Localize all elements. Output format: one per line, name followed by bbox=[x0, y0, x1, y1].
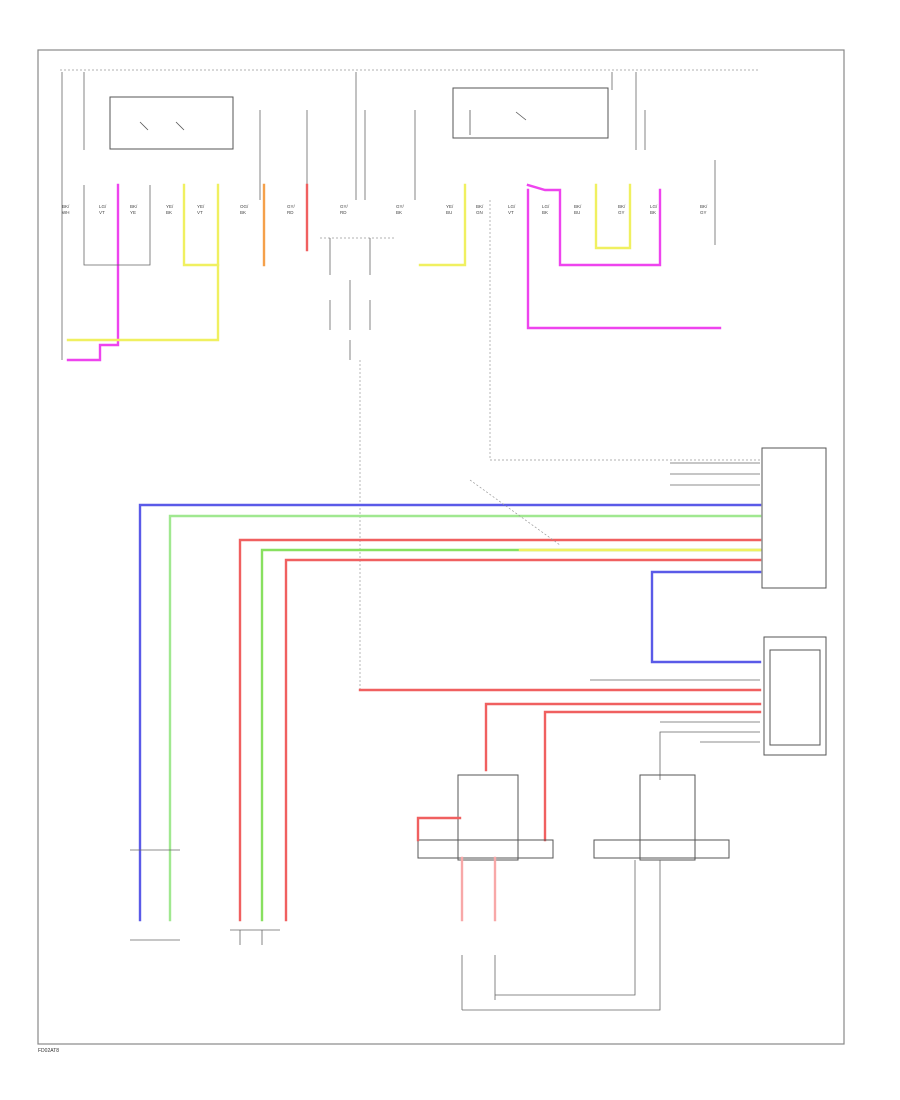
svg-text:YE: YE bbox=[130, 210, 136, 215]
top-wires bbox=[66, 160, 722, 362]
lower-right-module bbox=[358, 636, 827, 842]
svg-text:BK: BK bbox=[240, 210, 246, 215]
svg-text:BU: BU bbox=[574, 210, 580, 215]
svg-text:GY: GY bbox=[618, 210, 625, 215]
bottom-relays bbox=[416, 774, 730, 1011]
svg-text:BK/: BK/ bbox=[618, 204, 626, 209]
svg-text:VT: VT bbox=[197, 210, 203, 215]
svg-text:BK: BK bbox=[396, 210, 402, 215]
footer-code: FD02AT8 bbox=[38, 1048, 59, 1054]
svg-text:LG/: LG/ bbox=[508, 204, 516, 209]
svg-text:LG/: LG/ bbox=[650, 204, 658, 209]
svg-text:BK/: BK/ bbox=[476, 204, 484, 209]
svg-text:BK: BK bbox=[166, 210, 172, 215]
svg-text:BK/: BK/ bbox=[130, 204, 138, 209]
svg-text:BK: BK bbox=[650, 210, 656, 215]
svg-text:YE/: YE/ bbox=[166, 204, 174, 209]
svg-text:WH: WH bbox=[62, 210, 70, 215]
svg-text:VT: VT bbox=[508, 210, 514, 215]
svg-text:GY/: GY/ bbox=[287, 204, 296, 209]
relay-box-left bbox=[109, 96, 234, 150]
relay-box-right bbox=[452, 87, 609, 139]
svg-text:RD: RD bbox=[287, 210, 294, 215]
module-connector-block bbox=[138, 447, 827, 922]
svg-text:GY/: GY/ bbox=[340, 204, 349, 209]
svg-text:GY/: GY/ bbox=[396, 204, 405, 209]
svg-text:BK/: BK/ bbox=[574, 204, 582, 209]
svg-text:BU: BU bbox=[446, 210, 452, 215]
svg-text:YE/: YE/ bbox=[197, 204, 205, 209]
top-fuse-relay-section bbox=[60, 69, 760, 360]
svg-text:VT: VT bbox=[99, 210, 105, 215]
svg-text:YE/: YE/ bbox=[446, 204, 454, 209]
svg-text:GN: GN bbox=[476, 210, 483, 215]
svg-text:OG/: OG/ bbox=[240, 204, 249, 209]
svg-text:LG/: LG/ bbox=[542, 204, 550, 209]
svg-text:BK: BK bbox=[542, 210, 548, 215]
svg-text:LG/: LG/ bbox=[99, 204, 107, 209]
center-splice bbox=[320, 200, 760, 690]
connector-label-row: BK/WH LG/VT BK/YE YE/BK YE/VT OG/BK GY/R… bbox=[62, 204, 708, 215]
svg-text:BK/: BK/ bbox=[700, 204, 708, 209]
svg-text:RD: RD bbox=[340, 210, 347, 215]
svg-text:GY: GY bbox=[700, 210, 707, 215]
diagram-frame bbox=[37, 49, 845, 1045]
svg-text:BK/: BK/ bbox=[62, 204, 70, 209]
bottom-left-sensors bbox=[130, 849, 280, 945]
